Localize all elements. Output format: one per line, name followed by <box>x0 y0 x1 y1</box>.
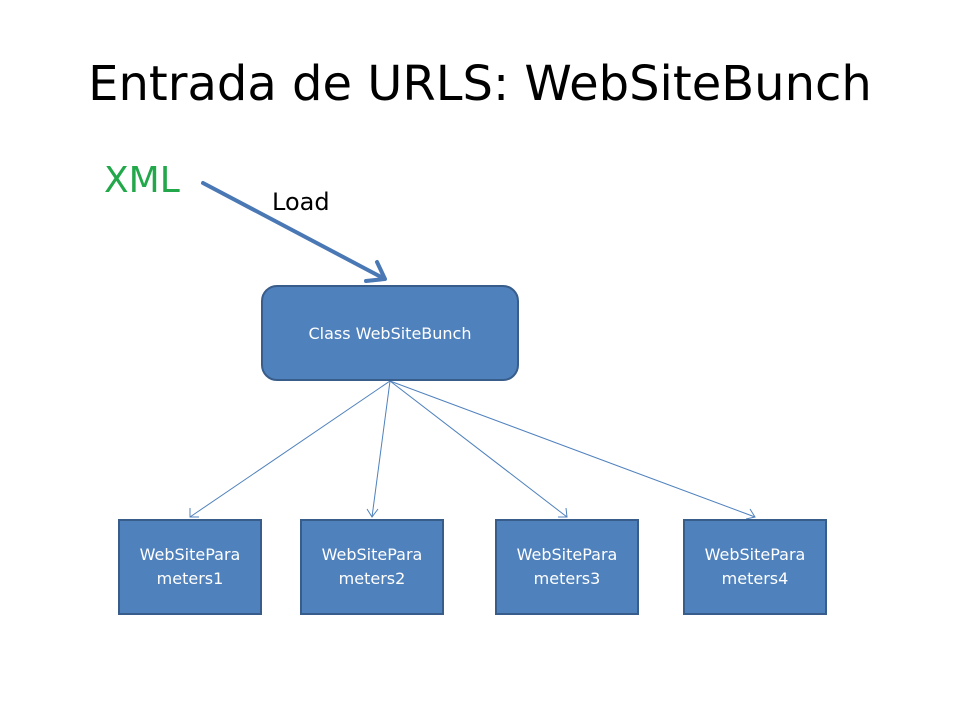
websiteparameters-label-3-line2: meters3 <box>533 569 601 588</box>
child-connector-1 <box>189 380 391 518</box>
class-websitebunch-box: Class WebSiteBunch <box>261 285 519 381</box>
websiteparameters-label-1-line2: meters1 <box>156 569 224 588</box>
websiteparameters-box-1: WebSitePara meters1 <box>118 519 262 615</box>
child-connector-4 <box>389 380 756 520</box>
load-arrow <box>201 181 387 283</box>
websiteparameters-label-3: WebSitePara meters3 <box>501 543 633 591</box>
load-arrow-label: Load <box>272 188 330 216</box>
websiteparameters-label-2-line1: WebSitePara <box>321 545 423 564</box>
websiteparameters-box-2: WebSitePara meters2 <box>300 519 444 615</box>
slide-title: Entrada de URLS: WebSiteBunch <box>88 56 872 112</box>
xml-source-label: XML <box>104 160 180 201</box>
websiteparameters-label-1: WebSitePara meters1 <box>124 543 256 591</box>
child-connector-3 <box>389 380 568 518</box>
class-websitebunch-label: Class WebSiteBunch <box>308 323 472 343</box>
websiteparameters-label-2-line2: meters2 <box>338 569 406 588</box>
child-connector-2 <box>366 380 391 518</box>
websiteparameters-label-2: WebSitePara meters2 <box>306 543 438 591</box>
websiteparameters-label-4: WebSitePara meters4 <box>689 543 821 591</box>
websiteparameters-label-4-line2: meters4 <box>721 569 789 588</box>
websiteparameters-label-1-line1: WebSitePara <box>139 545 241 564</box>
websiteparameters-label-3-line1: WebSitePara <box>516 545 618 564</box>
websiteparameters-box-3: WebSitePara meters3 <box>495 519 639 615</box>
websiteparameters-label-4-line1: WebSitePara <box>704 545 806 564</box>
websiteparameters-box-4: WebSitePara meters4 <box>683 519 827 615</box>
